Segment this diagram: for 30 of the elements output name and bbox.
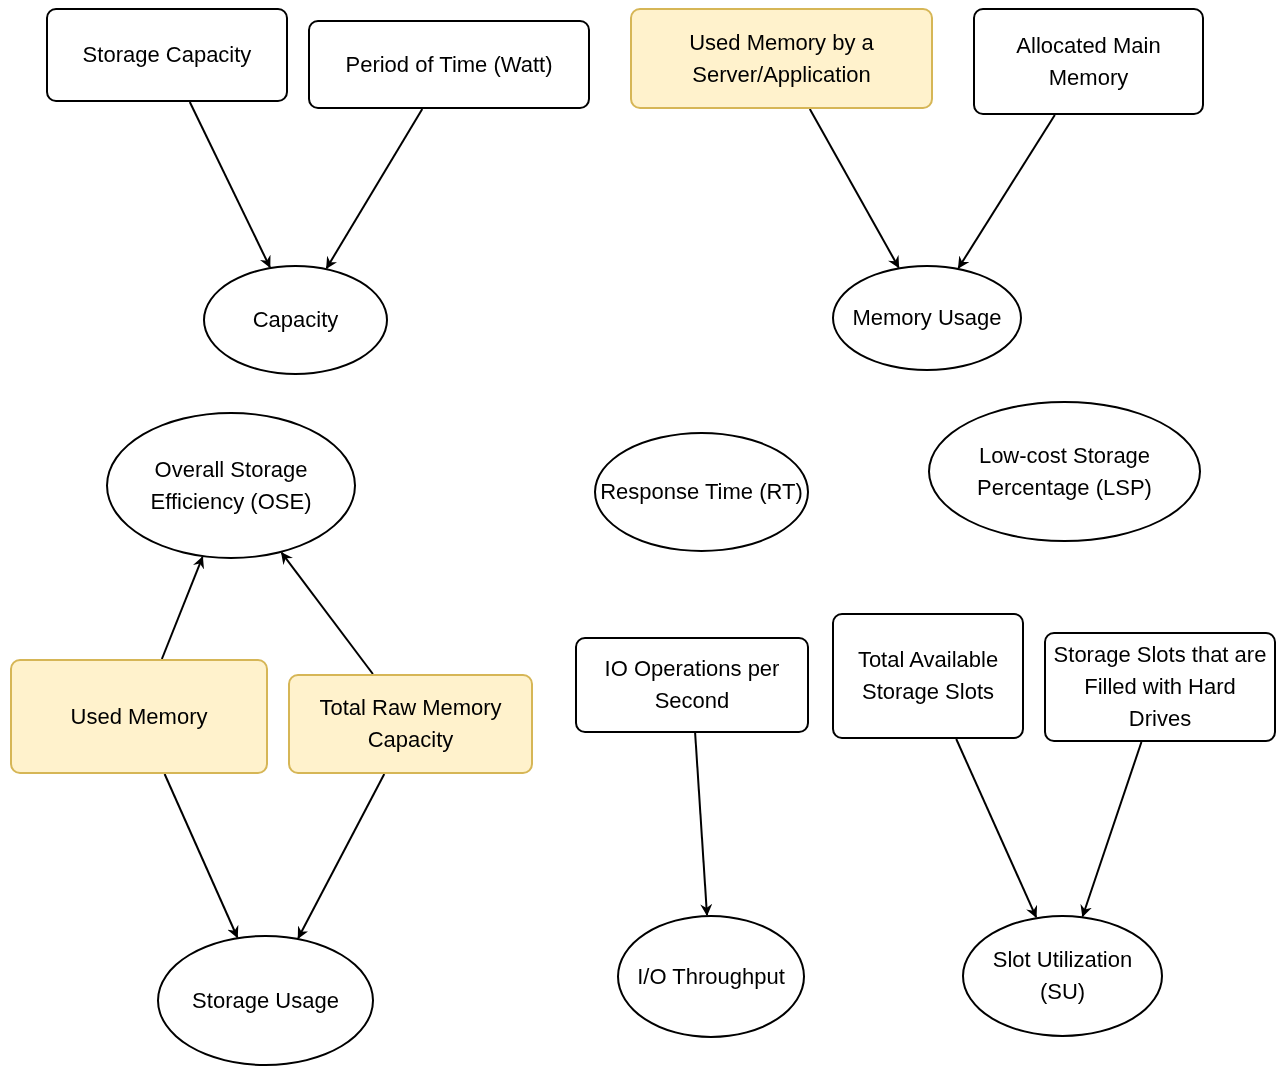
arrow [160,556,204,660]
node-label: Capacity [252,306,339,334]
node-label: Allocated Main Memory [1015,31,1162,92]
node-label: Used Memory by a Server/Application [688,28,875,89]
node-label: Slot Utilization (SU) [991,946,1134,1006]
arrow [280,551,374,675]
node-label: Response Time (RT) [600,478,803,506]
process-box [46,8,288,102]
process-box [10,659,268,774]
node-label: Period of Time (Watt) [345,50,553,79]
node-label: Low-cost Storage Percentage (LSP) [976,441,1153,502]
node-label: Storage Capacity [82,41,252,69]
process-box [308,20,590,109]
node-label: I/O Throughput [637,962,785,991]
node-label: Total Raw Memory Capacity [318,694,503,754]
node-label: Overall Storage Efficiency (OSE) [149,455,313,516]
node-label: Storage Slots that are Filled with Hard Drives [1052,641,1268,733]
arrow [1080,741,1143,918]
process-box [1044,632,1276,742]
node-label: Memory Usage [852,304,1002,332]
process-box [575,637,809,733]
node-label: Storage Usage [192,986,339,1015]
node-label: Total Available Storage Slots [856,646,1000,706]
node-label: Used Memory [70,702,208,731]
process-box [630,8,933,109]
node-label: IO Operations per Second [603,655,781,715]
process-box [973,8,1204,115]
process-box [832,613,1024,739]
arrow [694,732,713,917]
process-box [288,674,533,774]
